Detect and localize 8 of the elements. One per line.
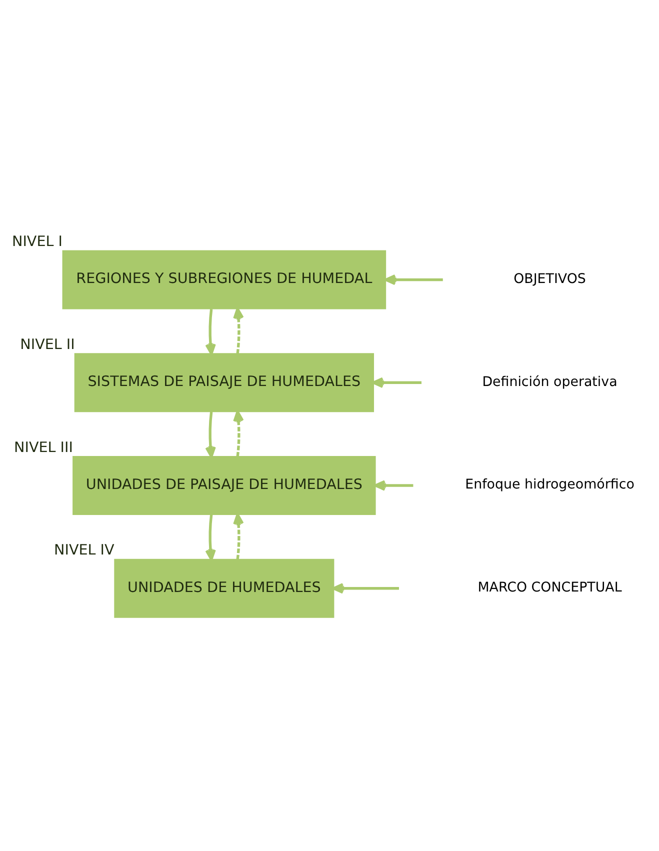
node-label: NIVEL I: [12, 234, 62, 250]
label: Enfoque hidrogeomórfico: [465, 477, 634, 492]
node-label: NIVEL IV: [54, 542, 114, 558]
label: OBJETIVOS: [514, 271, 586, 286]
node-label: NIVEL III: [14, 439, 73, 456]
node-label: NIVEL II: [20, 336, 75, 352]
label: MARCO CONCEPTUAL: [478, 580, 622, 595]
label: Definición operativa: [482, 374, 618, 390]
